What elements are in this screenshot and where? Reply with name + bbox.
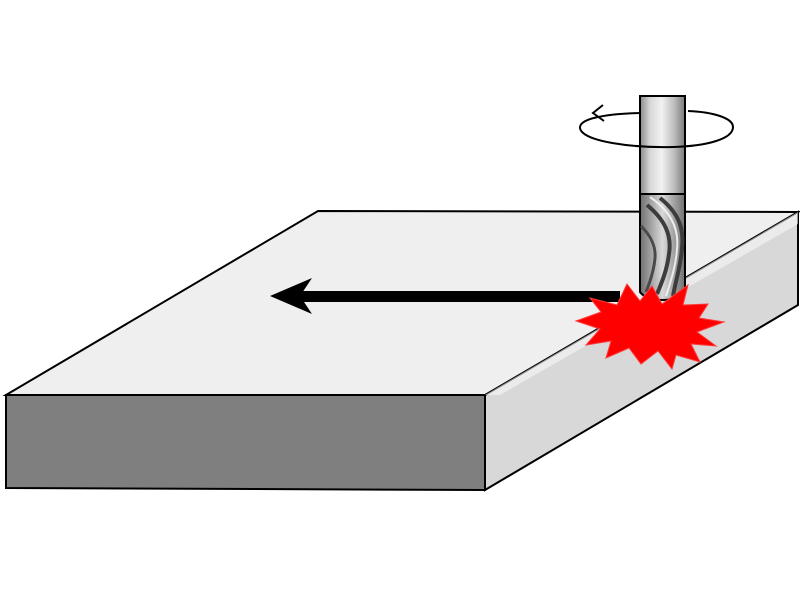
cutting-spark <box>574 283 726 371</box>
rotation-arrowhead <box>591 104 605 122</box>
plate-front-face <box>5 394 486 492</box>
end-mill-cutter <box>639 95 686 302</box>
feed-arrow-icon <box>270 278 312 314</box>
feed-direction-arrow <box>270 278 620 314</box>
cutter-shank <box>639 95 686 195</box>
rotation-arrow-icon <box>579 110 735 149</box>
spark-burst-icon <box>574 283 726 371</box>
feed-arrow-shaft <box>292 291 620 302</box>
rotation-indicator <box>579 104 735 149</box>
